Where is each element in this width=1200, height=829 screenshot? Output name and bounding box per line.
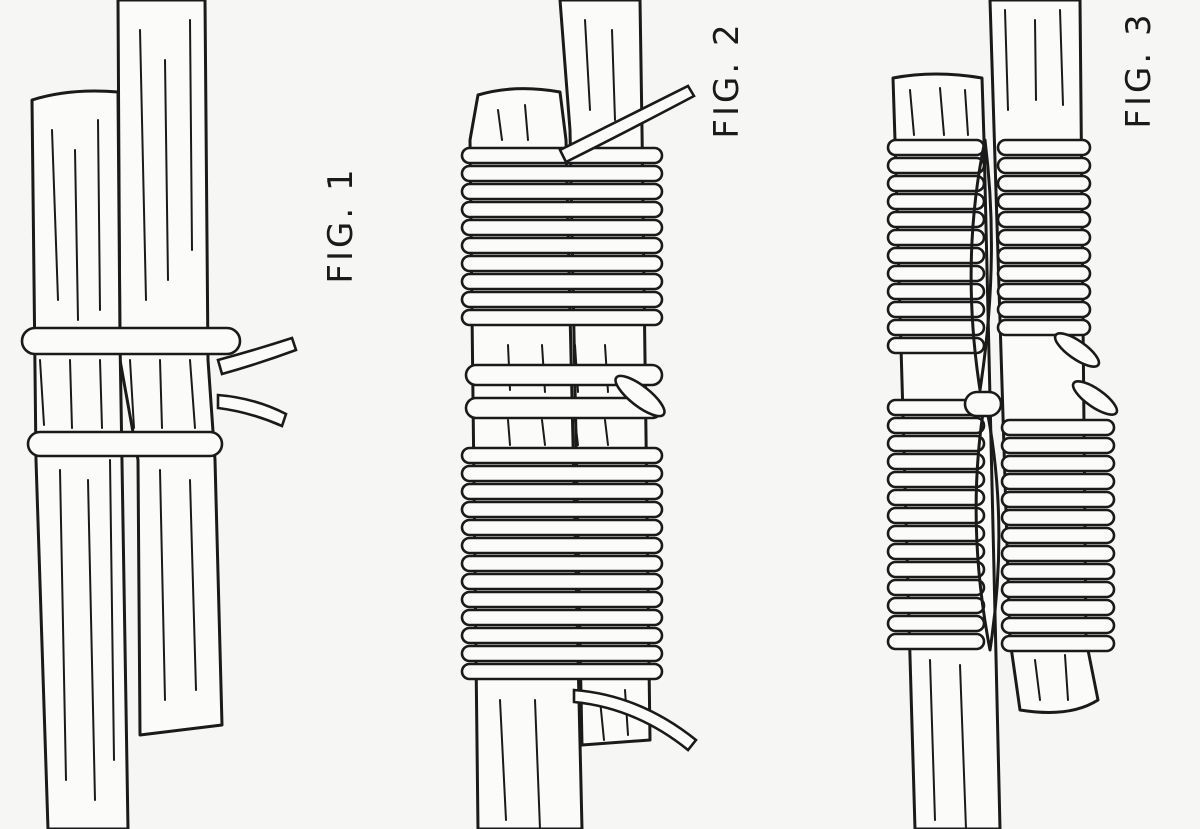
fig3-right-turn	[998, 284, 1090, 299]
fig3-right-turn	[998, 194, 1090, 209]
fig3-left-turn	[888, 212, 984, 227]
fig3-left-turn	[888, 562, 984, 577]
fig2-upper-turn	[462, 292, 662, 307]
fig3-left-turn	[888, 508, 984, 523]
fig3-label: FIG. 3	[1119, 11, 1159, 128]
fig2-lower-turn	[462, 520, 662, 535]
fig2-upper-turn	[462, 184, 662, 199]
fig3-right-turn	[1002, 582, 1114, 597]
fig2-label: FIG. 2	[707, 21, 747, 138]
fig2-lower-turn	[462, 592, 662, 607]
fig3-left-turn	[888, 634, 984, 649]
fig2-lower-turn	[462, 538, 662, 553]
fig3-right-turn	[1002, 438, 1114, 453]
fig3-left-turn	[888, 472, 984, 487]
fig2-lower-turn	[462, 466, 662, 481]
fig2-lower-turn	[462, 628, 662, 643]
fig3-left-turn	[888, 490, 984, 505]
fig3-left-turn	[888, 320, 984, 335]
fig2-lower-turn	[462, 484, 662, 499]
figure-3: FIG. 3	[888, 0, 1159, 829]
fig3-right-turn	[1002, 492, 1114, 507]
fig3-right-turn	[1002, 564, 1114, 579]
fig3-right-turn	[998, 140, 1090, 155]
fig3-right-turn	[1002, 420, 1114, 435]
fig3-right-turn	[1002, 636, 1114, 651]
fig2-upper-turn	[462, 274, 662, 289]
fig3-right-turn	[1002, 618, 1114, 633]
figure-2: FIG. 2	[462, 0, 747, 829]
fig3-right-turn	[998, 158, 1090, 173]
fig3-left-turn	[888, 454, 984, 469]
fig3-left-turn	[888, 436, 984, 451]
fig2-lower-turn	[462, 574, 662, 589]
fig3-right-turn	[1002, 546, 1114, 561]
fig3-left-turn	[888, 176, 984, 191]
fig2-lower-turn	[462, 610, 662, 625]
figure-1: FIG. 1	[22, 0, 361, 829]
fig3-right-turn	[998, 212, 1090, 227]
fig3-left-turn	[888, 302, 984, 317]
fig3-right-turn	[1002, 456, 1114, 471]
fig3-left-turn	[888, 266, 984, 281]
fig3-left-turn	[888, 338, 984, 353]
fig3-cross-turn	[965, 392, 1001, 416]
fig2-lower-turn	[462, 448, 662, 463]
fig3-left-turn	[888, 140, 984, 155]
fig3-left-turn	[888, 526, 984, 541]
fig3-right-turn	[998, 320, 1090, 335]
fig3-left-turn	[888, 616, 984, 631]
fig2-lower-turn	[462, 502, 662, 517]
fig2-upper-turn	[462, 220, 662, 235]
fig2-lower-turn	[462, 664, 662, 679]
fig3-right-turn	[1002, 510, 1114, 525]
fig2-upper-turn	[462, 238, 662, 253]
fig3-right-turn	[1002, 600, 1114, 615]
fig3-left-turn	[888, 194, 984, 209]
fig3-left-turn	[888, 230, 984, 245]
fig3-left-turn	[888, 544, 984, 559]
fig3-left-turn	[888, 598, 984, 613]
fig2-lower-turn	[462, 556, 662, 571]
fig1-label: FIG. 1	[321, 166, 361, 283]
fig2-upper-turn	[462, 256, 662, 271]
fig2-upper-turn	[462, 166, 662, 181]
fig3-left-turn	[888, 158, 984, 173]
fig2-upper-turn	[462, 310, 662, 325]
fig2-upper-turn	[462, 202, 662, 217]
fig3-right-turn	[998, 248, 1090, 263]
fig1-back-pole	[118, 0, 222, 735]
fig3-right-turn	[1002, 474, 1114, 489]
fig2-lower-turn	[462, 646, 662, 661]
fig3-left-turn	[888, 580, 984, 595]
fig3-left-turn	[888, 418, 984, 433]
fig3-right-turn	[998, 230, 1090, 245]
fig3-left-turn	[888, 248, 984, 263]
fig3-right-turn	[998, 176, 1090, 191]
fig3-left-turn	[888, 284, 984, 299]
fig1-front-pole	[32, 91, 128, 829]
fig3-right-turn	[998, 302, 1090, 317]
fig3-right-turn	[1002, 528, 1114, 543]
fig3-right-turn	[998, 266, 1090, 281]
